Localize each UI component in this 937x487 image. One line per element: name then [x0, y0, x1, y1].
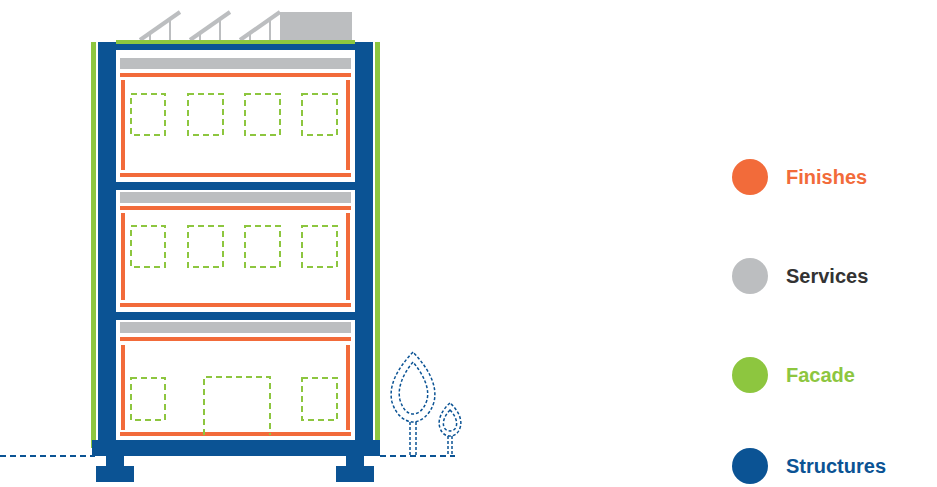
legend-swatch — [732, 357, 768, 393]
legend-swatch — [732, 258, 768, 294]
legend-label: Services — [786, 265, 868, 288]
roof-plant — [280, 12, 352, 42]
legend-label: Finishes — [786, 166, 867, 189]
trees — [391, 352, 461, 455]
facade — [91, 40, 380, 448]
legend-label: Facade — [786, 364, 855, 387]
ground-line — [0, 455, 95, 457]
legend-swatch — [732, 448, 768, 484]
legend-item: Structures — [732, 448, 886, 484]
structure — [92, 42, 380, 482]
legend-label: Structures — [786, 455, 886, 478]
legend-item: Services — [732, 258, 868, 294]
services — [120, 58, 351, 333]
legend-item: Finishes — [732, 159, 867, 195]
solar-panels — [140, 12, 280, 42]
finishes — [120, 73, 351, 436]
windows — [131, 94, 337, 435]
legend-swatch — [732, 159, 768, 195]
legend-item: Facade — [732, 357, 855, 393]
ground-line — [380, 455, 455, 457]
